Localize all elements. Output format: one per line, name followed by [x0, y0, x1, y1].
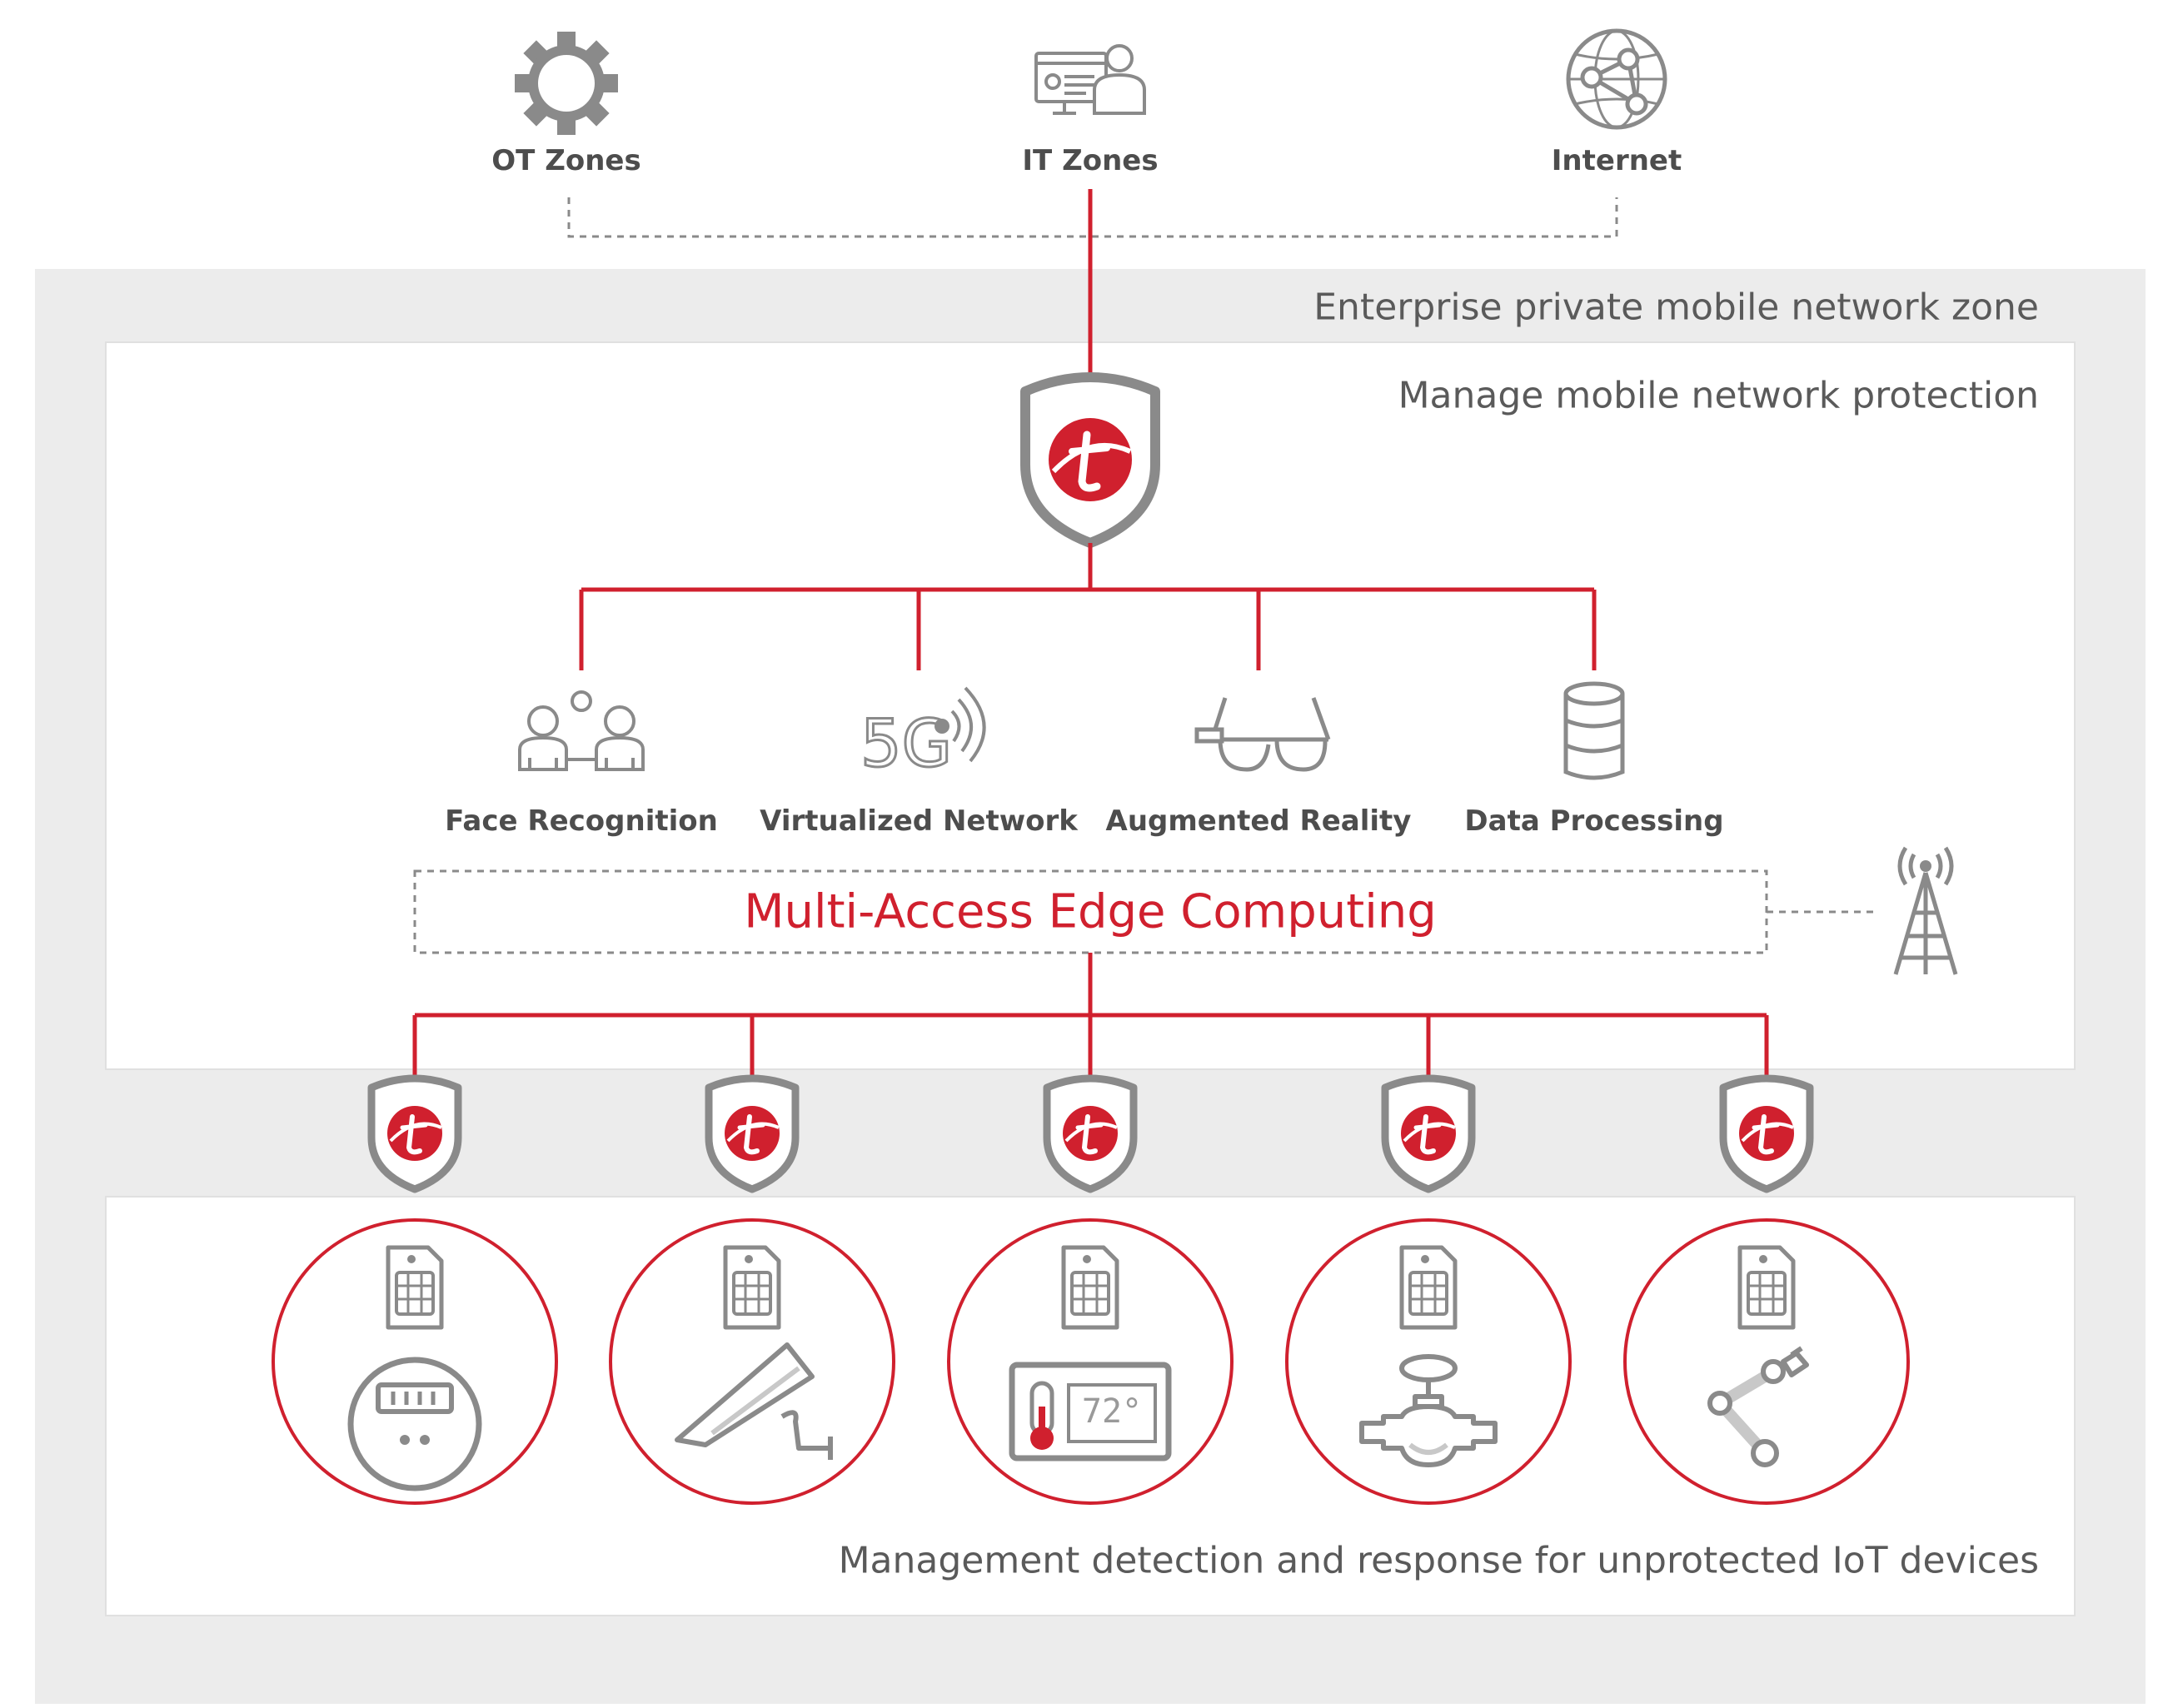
security-camera-icon [675, 1342, 833, 1460]
valve-icon [1359, 1354, 1498, 1467]
gear-icon [515, 32, 618, 135]
5g-icon: 5G [860, 686, 986, 784]
device-shield-icon [1385, 1078, 1472, 1189]
service-label-augmented-reality: Augmented Reality [1105, 804, 1412, 838]
cell-tower-icon [1893, 846, 1958, 975]
top-dashed-connector [567, 197, 1618, 238]
devices-connector [412, 953, 1769, 1083]
service-label-face-recognition: Face Recognition [445, 804, 718, 838]
thermostat-reading: 72° [1081, 1392, 1143, 1431]
services-connector [579, 543, 1597, 670]
internet-label: Internet [1551, 144, 1682, 177]
manage-zone-label: Manage mobile network protection [1398, 374, 2039, 417]
service-label-data-processing: Data Processing [1464, 804, 1724, 838]
device-circle-robot [1623, 1218, 1910, 1505]
sim-card-icon [388, 1247, 441, 1327]
mec-label: Multi-Access Edge Computing [744, 884, 1437, 939]
device-circle-camera [609, 1218, 895, 1505]
sim-card-icon [1064, 1247, 1117, 1327]
iot-zone-label: Management detection and response for un… [838, 1539, 2039, 1582]
device-shield-icon [371, 1078, 458, 1189]
enterprise-zone-label: Enterprise private mobile network zone [1313, 286, 2039, 329]
ot-zones-label: OT Zones [491, 144, 641, 177]
ar-glasses-icon [1194, 697, 1331, 772]
device-shield-icon [1047, 1078, 1134, 1189]
database-icon [1563, 681, 1625, 780]
sim-card-icon [1402, 1247, 1455, 1327]
thermostat-icon [1009, 1362, 1172, 1462]
smart-meter-icon [347, 1357, 482, 1491]
sim-card-icon [1740, 1247, 1793, 1327]
mec-box [413, 869, 1768, 954]
service-label-virtualized-network: Virtualized Network [760, 804, 1078, 838]
globe-network-icon [1566, 28, 1667, 130]
it-computer-person-icon [1034, 44, 1146, 115]
main-protection-shield-icon [1025, 377, 1155, 543]
device-circle-thermostat [947, 1218, 1234, 1505]
sim-card-icon [725, 1247, 779, 1327]
device-shield-icon [709, 1078, 795, 1189]
robotic-arm-icon [1707, 1346, 1809, 1467]
device-circle-valve [1285, 1218, 1572, 1505]
device-circle-meter [272, 1218, 558, 1505]
face-recognition-icon [518, 690, 645, 771]
it-zones-label: IT Zones [1022, 144, 1159, 177]
device-shield-icon [1723, 1078, 1810, 1189]
svg-text:5G: 5G [860, 707, 952, 782]
